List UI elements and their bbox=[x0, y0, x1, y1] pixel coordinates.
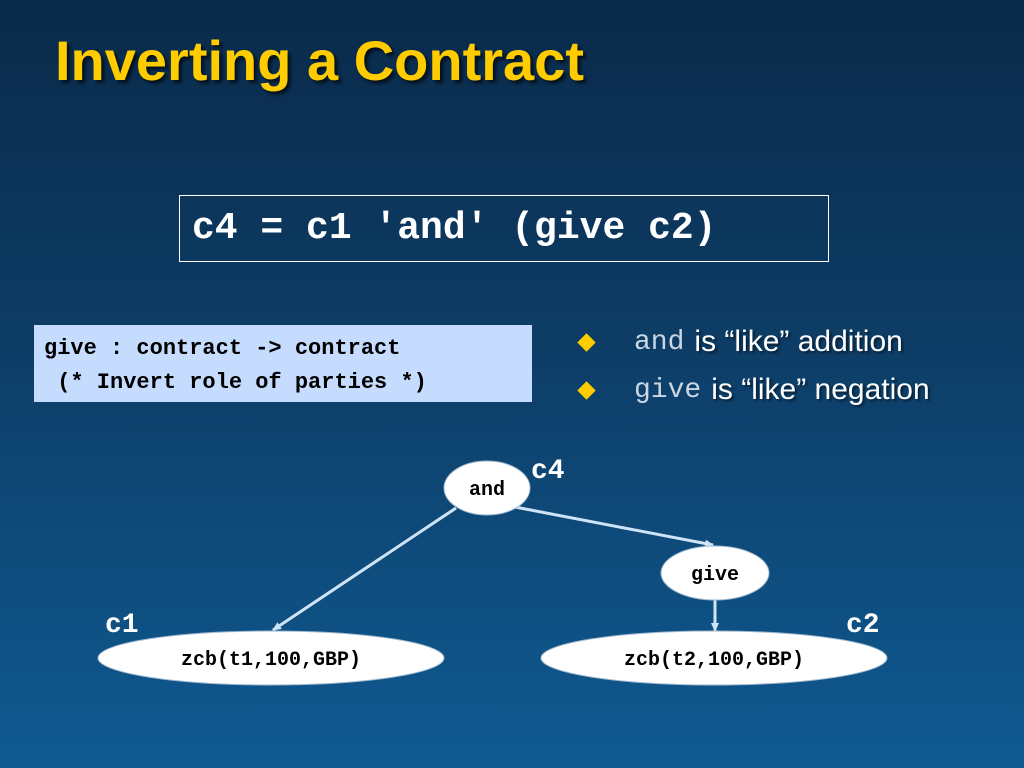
type-signature-comment: (* Invert role of parties *) bbox=[44, 370, 427, 395]
definition-code: c4 = c1 'and' (give c2) bbox=[192, 207, 717, 250]
node-give-text: give bbox=[691, 564, 739, 587]
slide-title: Inverting a Contract bbox=[55, 29, 584, 92]
bullet-text: is “like” negation bbox=[711, 373, 930, 406]
label-c1: c1 bbox=[105, 610, 139, 641]
bullet-keyword: give bbox=[634, 374, 702, 406]
node-zcb2-text: zcb(t2,100,GBP) bbox=[624, 649, 804, 672]
node-zcb1-text: zcb(t1,100,GBP) bbox=[181, 649, 361, 672]
node-and-text: and bbox=[469, 479, 505, 502]
bullet-text: is “like” addition bbox=[694, 325, 903, 358]
bullet-item-give: give is “like” negation bbox=[575, 366, 930, 414]
edge-and-to-zcb1 bbox=[272, 506, 457, 632]
node-and: and bbox=[443, 460, 531, 516]
type-signature-box: give : contract -> contract (* Invert ro… bbox=[34, 325, 532, 402]
node-give: give bbox=[660, 545, 770, 601]
node-zcb2: zcb(t2,100,GBP) bbox=[540, 630, 888, 686]
label-c2: c2 bbox=[846, 610, 880, 641]
type-signature-line: give : contract -> contract bbox=[44, 336, 401, 361]
definition-box: c4 = c1 'and' (give c2) bbox=[179, 195, 829, 262]
bullet-item-and: and is “like” addition bbox=[575, 318, 930, 366]
label-c4: c4 bbox=[531, 456, 565, 487]
node-zcb1: zcb(t1,100,GBP) bbox=[97, 630, 445, 686]
edge-and-to-give bbox=[514, 505, 714, 548]
bullet-keyword: and bbox=[634, 326, 685, 358]
bullet-list: and is “like” addition give is “like” ne… bbox=[575, 318, 930, 414]
